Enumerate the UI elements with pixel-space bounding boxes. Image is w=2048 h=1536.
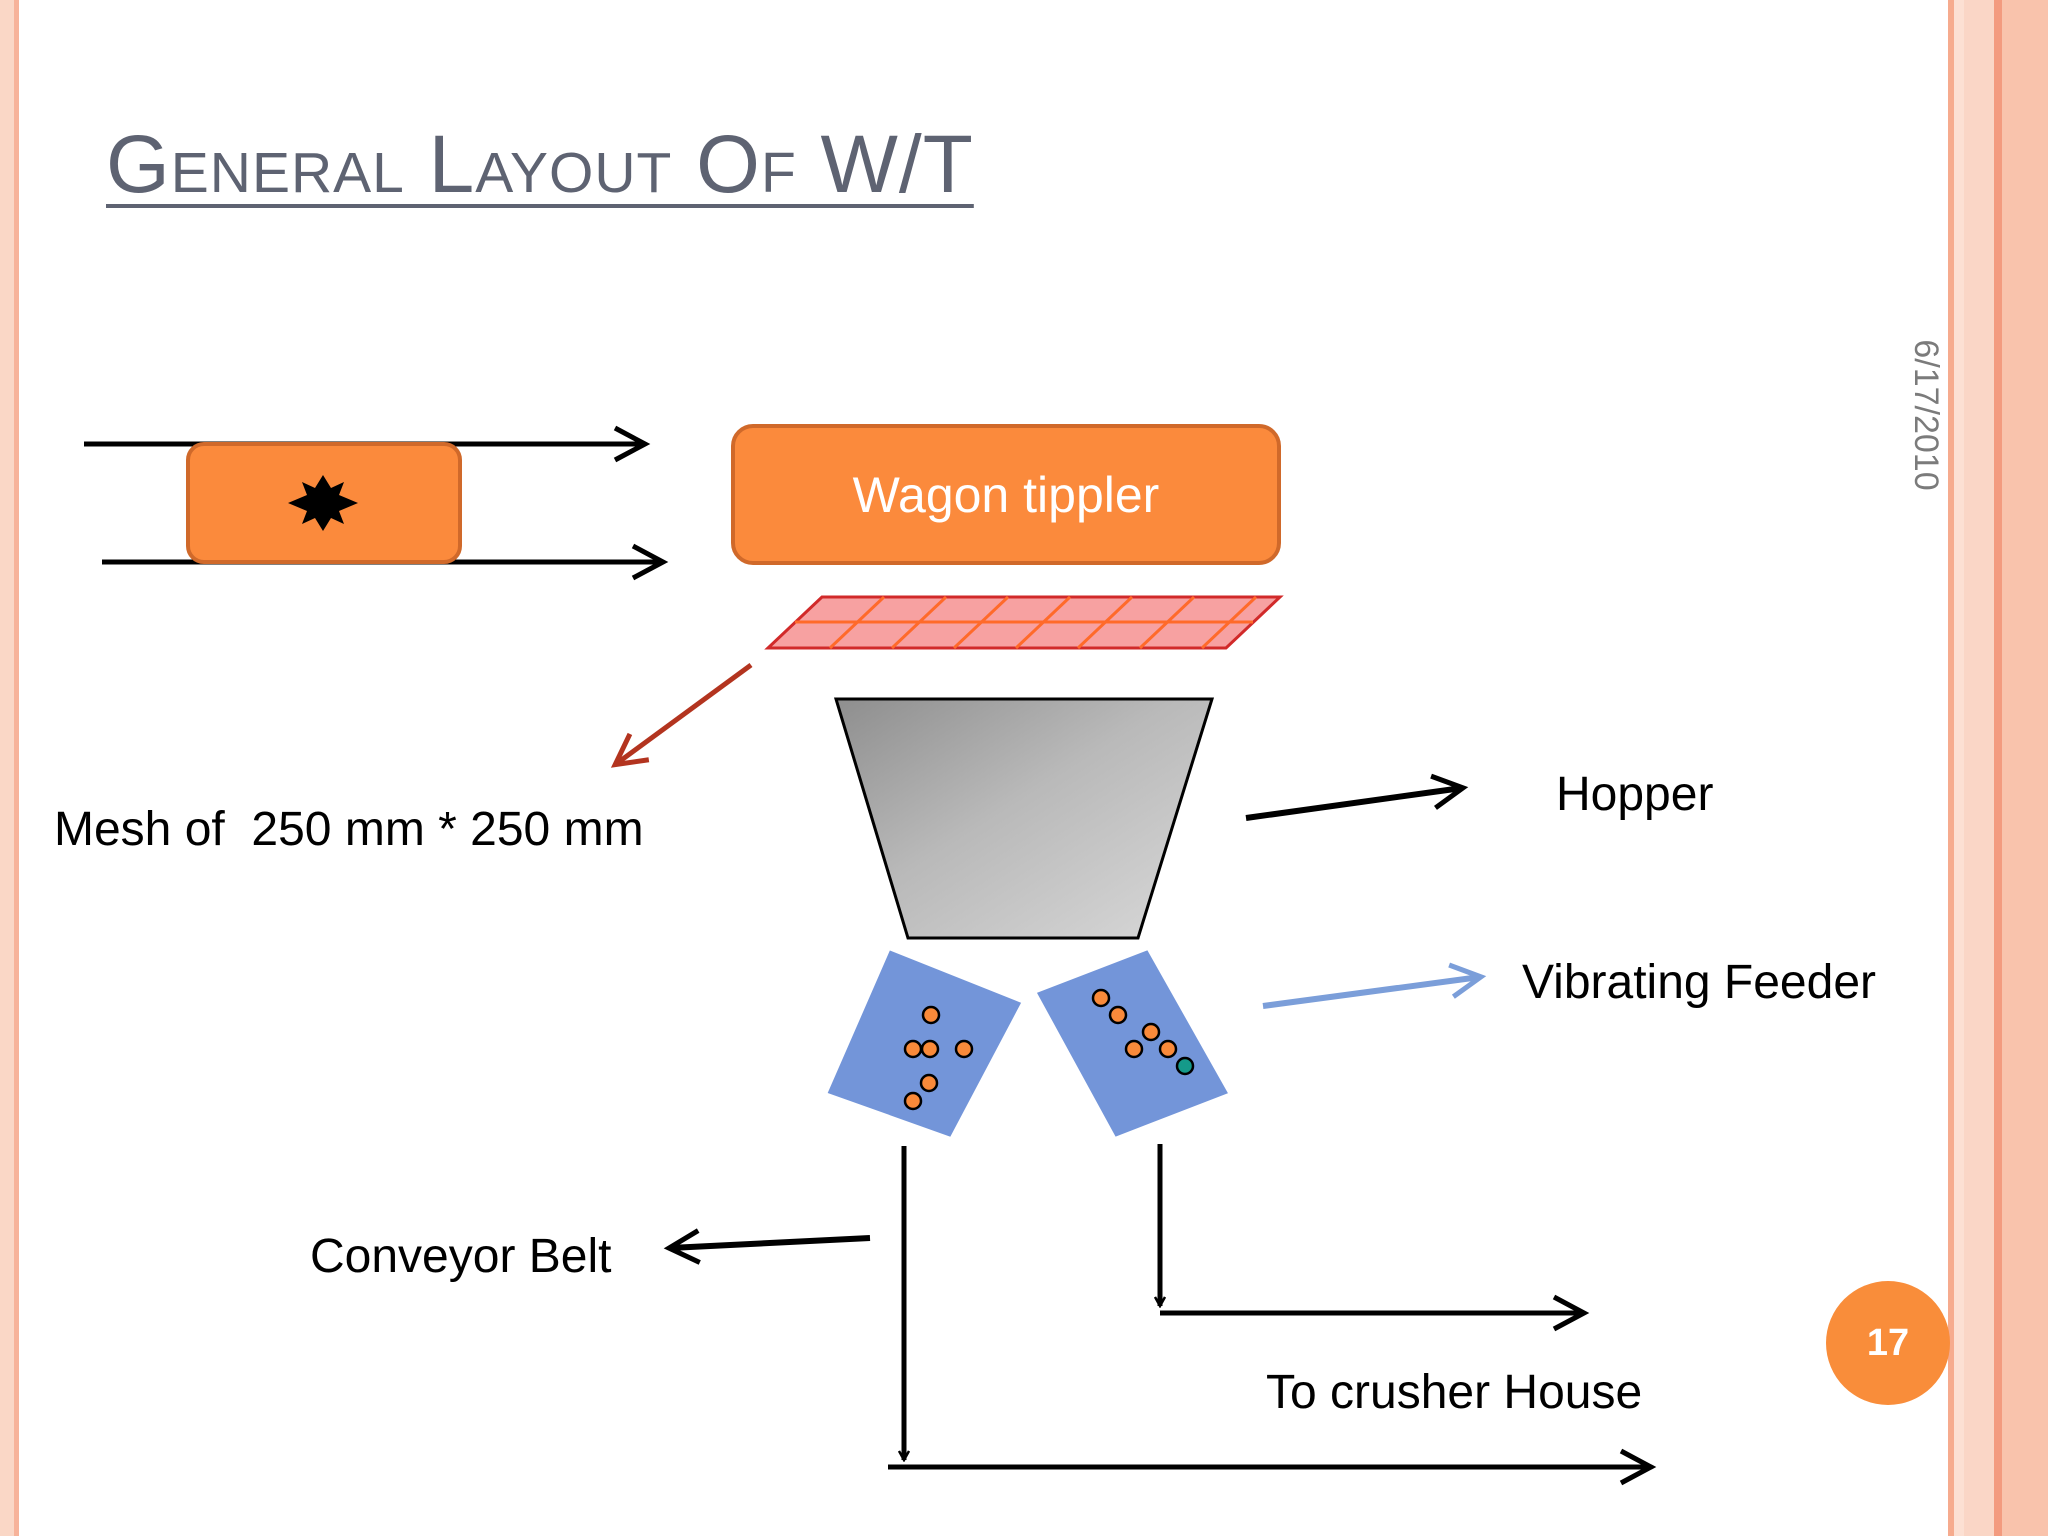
coal-lump <box>919 1073 939 1093</box>
left-border <box>0 0 26 1536</box>
hopper <box>833 697 1215 940</box>
coal-lump <box>920 1039 940 1059</box>
hopper-label: Hopper <box>1556 768 1713 821</box>
slide-title: General Layout Of W/T <box>106 119 974 210</box>
coal-lump-teal <box>1175 1056 1195 1076</box>
vibrating-feeder-left <box>818 941 1031 1146</box>
feeder-pointer-arrow <box>1262 962 1487 1009</box>
mesh-line <box>952 595 1010 650</box>
coal-lump <box>1108 1005 1128 1025</box>
conveyor-belt-label: Conveyor Belt <box>310 1230 611 1283</box>
coal-lump <box>954 1039 974 1059</box>
mesh-line <box>1014 595 1072 650</box>
vibrating-feeder-right <box>1027 941 1239 1146</box>
mesh-grid <box>764 595 1284 650</box>
star-burst-icon <box>288 475 358 531</box>
coal-lump <box>903 1091 923 1111</box>
coal-lump <box>1141 1022 1161 1042</box>
conveyor-lines <box>663 1144 1657 1486</box>
conveyor-pointer-arrow <box>663 1228 871 1265</box>
mesh-line <box>1076 595 1134 650</box>
coal-lump <box>1124 1039 1144 1059</box>
wagon-on-track <box>84 425 669 581</box>
vibrating-feeder-label: Vibrating Feeder <box>1522 956 1876 1009</box>
wagon-tippler: Wagon tippler <box>731 424 1281 565</box>
mesh-line <box>1200 595 1258 650</box>
wagon-tippler-label: Wagon tippler <box>853 467 1160 523</box>
hopper-pointer-arrow <box>1245 773 1469 821</box>
coal-lump <box>1091 988 1111 1008</box>
coal-lump <box>1158 1039 1178 1059</box>
coal-lump <box>903 1039 923 1059</box>
coal-lump <box>921 1005 941 1025</box>
mesh-line <box>890 595 948 650</box>
mesh-pointer-arrow <box>610 662 753 768</box>
page-number-badge: 17 <box>1826 1281 1950 1405</box>
mesh-label: Mesh of 250 mm * 250 mm <box>54 803 644 856</box>
mesh-line <box>828 595 886 650</box>
right-border <box>1948 0 2048 1536</box>
mesh-line <box>1138 595 1196 650</box>
crusher-house-label: To crusher House <box>1266 1366 1642 1419</box>
wagon-tippler-box <box>731 424 1281 565</box>
